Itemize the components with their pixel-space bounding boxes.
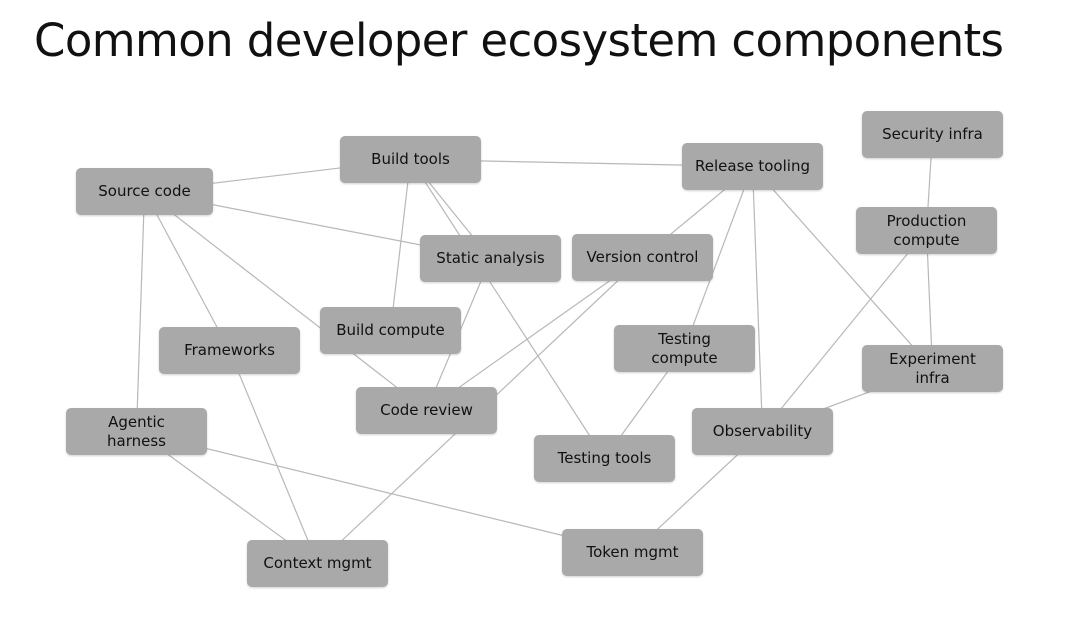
node-agentic-harness: Agentic harness [66,408,207,455]
node-source-code: Source code [76,168,213,215]
edge-agentic-harness-to-token-mgmt [136,430,633,554]
edge-frameworks-to-context-mgmt [228,350,319,564]
slide-title: Common developer ecosystem components [34,14,1004,67]
edge-build-tools-to-testing-tools [409,159,606,459]
node-testing-tools: Testing tools [534,435,675,482]
node-code-review: Code review [356,387,497,434]
node-testing-compute: Testing compute [614,325,755,372]
edge-production-compute-to-observability [762,230,927,432]
node-version-control: Version control [572,234,713,281]
node-token-mgmt: Token mgmt [562,529,703,576]
node-experiment-infra: Experiment infra [862,345,1003,392]
node-security-infra: Security infra [862,111,1003,158]
edge-build-tools-to-build-compute [389,159,412,331]
edge-release-tooling-to-observability [751,166,764,432]
node-production-compute: Production compute [856,207,997,254]
edge-source-code-to-agentic-harness [135,191,146,432]
edge-source-code-to-frameworks [143,191,231,351]
node-observability: Observability [692,408,833,455]
node-build-tools: Build tools [340,136,481,183]
edge-source-code-to-code-review [144,191,427,411]
edge-release-tooling-to-experiment-infra [752,166,933,369]
edge-version-control-to-code-review [426,257,643,411]
node-release-tooling: Release tooling [682,143,823,190]
node-frameworks: Frameworks [159,327,300,374]
node-build-compute: Build compute [320,307,461,354]
edge-release-tooling-to-testing-compute [683,166,754,349]
node-context-mgmt: Context mgmt [247,540,388,587]
node-static-analysis: Static analysis [420,235,561,282]
